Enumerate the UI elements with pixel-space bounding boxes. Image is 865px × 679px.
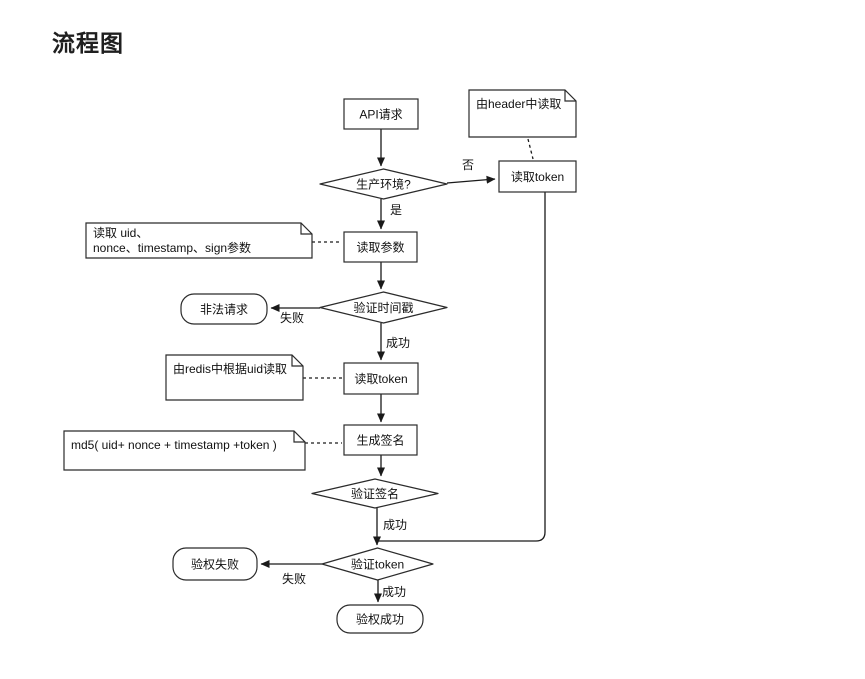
node-label-illegal-request: 非法请求 [200, 303, 248, 317]
node-label-read-params: 读取参数 [356, 240, 404, 255]
note-text-note-redis: 由redis中根据uid读取 [173, 361, 287, 376]
edge-label-verifyts-ok: 成功 [386, 336, 410, 350]
edge-label-verifytoken-fail: 失败 [282, 571, 306, 586]
node-label-verify-token: 验证token [351, 557, 404, 572]
node-verify-timestamp: 验证时间戳 [319, 291, 448, 324]
node-read-token-redis: 读取token [343, 362, 419, 395]
edge-verifysign-ok: 成功 [373, 508, 407, 546]
edge-label-prodenv-yes-to-params: 是 [390, 203, 402, 217]
node-api-request: API请求 [343, 98, 419, 130]
node-note-params: 读取 uid、nonce、timestamp、sign参数 [85, 222, 313, 259]
node-auth-success: 验权成功 [336, 604, 424, 634]
node-note-redis: 由redis中根据uid读取 [165, 354, 304, 401]
edge-verifyts-ok: 成功 [377, 323, 410, 361]
note-text-note-params: 读取 uid、nonce、timestamp、sign参数 [93, 226, 251, 255]
node-illegal-request: 非法请求 [180, 293, 268, 325]
edge-note-header-link [527, 138, 534, 160]
edge-verifytoken-ok: 成功 [374, 580, 406, 603]
node-verify-token: 验证token [321, 547, 434, 581]
edge-label-verifyts-fail: 失败 [280, 310, 304, 325]
edge-header-token-long [378, 192, 546, 542]
node-auth-fail: 验权失败 [172, 547, 258, 581]
node-label-verify-sign: 验证签名 [351, 486, 399, 501]
node-prod-env: 生产环境? [319, 168, 448, 200]
node-label-api-request: API请求 [359, 108, 402, 122]
note-text-note-header: 由header中读取 [476, 96, 561, 111]
page-title: 流程图 [52, 30, 124, 56]
edge-label-prodenv-no-to-token: 否 [462, 158, 474, 172]
edge-label-verifysign-ok: 成功 [383, 518, 407, 532]
node-gen-sign: 生成签名 [343, 424, 418, 456]
edge-verifytoken-fail: 失败 [260, 560, 322, 586]
node-note-header: 由header中读取 [468, 89, 577, 138]
node-note-md5: md5( uid+ nonce + timestamp +token ) [63, 430, 306, 471]
node-label-auth-fail: 验权失败 [191, 557, 239, 572]
node-label-read-token-redis: 读取token [354, 372, 407, 386]
node-label-gen-sign: 生成签名 [356, 433, 404, 448]
node-read-token-header: 读取token [498, 160, 577, 193]
node-verify-sign: 验证签名 [311, 478, 439, 509]
edge-prodenv-yes-to-params: 是 [377, 199, 402, 230]
node-read-params: 读取参数 [343, 231, 418, 263]
node-label-read-token-header: 读取token [511, 170, 564, 184]
note-text-note-md5: md5( uid+ nonce + timestamp +token ) [71, 438, 277, 452]
edge-prodenv-no-to-token: 否 [446, 158, 496, 184]
node-label-prod-env: 生产环境? [356, 177, 411, 192]
edge-verifyts-fail: 失败 [270, 304, 320, 325]
node-label-auth-success: 验权成功 [356, 612, 404, 627]
edge-label-verifytoken-ok: 成功 [382, 585, 406, 599]
node-label-verify-timestamp: 验证时间戳 [353, 300, 413, 315]
